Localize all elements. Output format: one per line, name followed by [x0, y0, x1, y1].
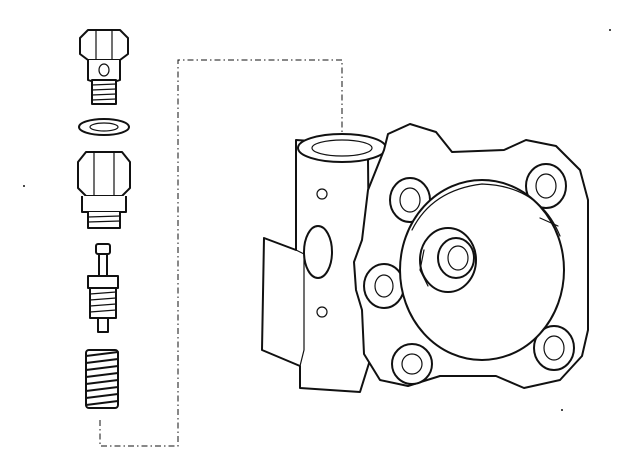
pump-housing [261, 123, 589, 393]
sealing-washer [78, 118, 130, 136]
banjo-bolt [79, 29, 129, 105]
stray-mark [561, 409, 563, 411]
relief-valve-plunger [87, 243, 119, 333]
leader-line [99, 59, 343, 447]
union-fitting [77, 151, 131, 229]
stray-mark [609, 29, 611, 31]
spring [85, 349, 119, 409]
stray-mark [23, 185, 25, 187]
